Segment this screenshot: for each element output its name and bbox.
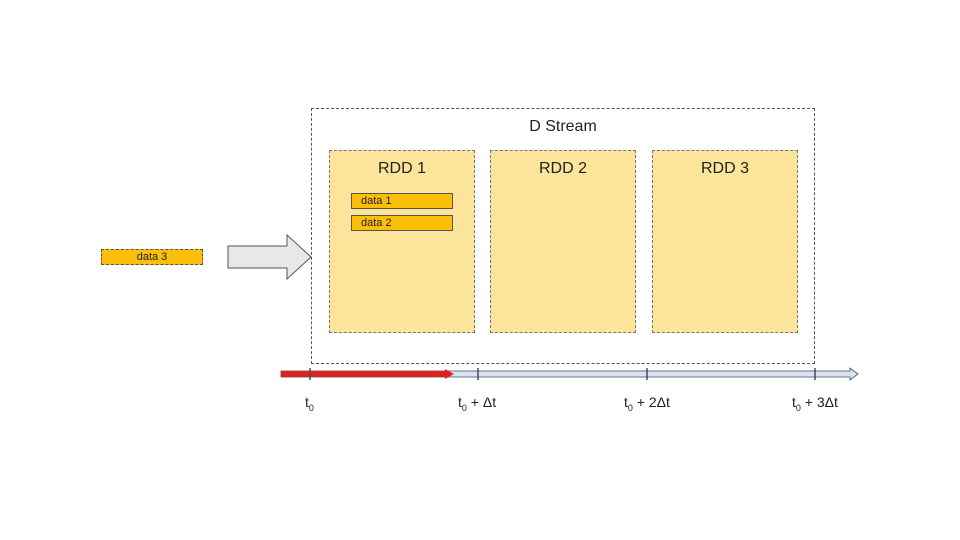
data-item-1: data 1 — [351, 193, 453, 209]
rdd-box-2: RDD 2 — [490, 150, 636, 333]
dstream-title: D Stream — [529, 118, 597, 135]
input-arrow-icon — [227, 233, 312, 281]
rdd-box-3: RDD 3 — [652, 150, 798, 333]
tick-label-2: t0 + 2Δt — [624, 394, 670, 413]
progress-arrow — [281, 369, 454, 379]
timeline — [280, 367, 859, 381]
rdd-label: RDD 1 — [377, 160, 426, 177]
rdd-label: RDD 2 — [538, 160, 587, 177]
rdd-label: RDD 3 — [700, 160, 749, 177]
tick-label-3: t0 + 3Δt — [792, 394, 838, 413]
data-item-2: data 2 — [351, 215, 453, 231]
tick-label-0: t0 — [305, 394, 314, 413]
rdd-box-1: RDD 1 — [329, 150, 475, 333]
tick-label-1: t0 + Δt — [458, 394, 497, 413]
dstream-container — [311, 108, 815, 364]
incoming-data-item: data 3 — [101, 249, 203, 265]
